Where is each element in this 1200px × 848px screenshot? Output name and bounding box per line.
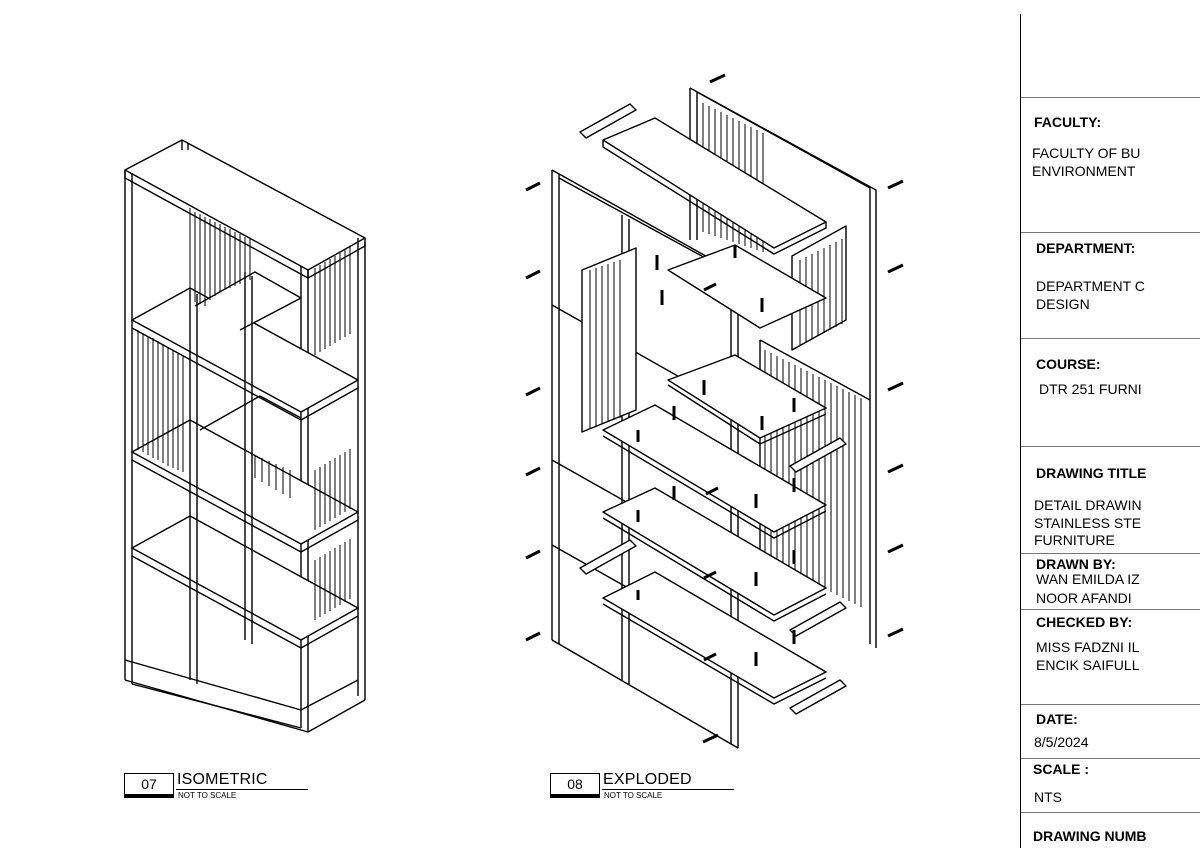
view-number-box: 08 bbox=[550, 773, 600, 798]
date-value: 8/5/2024 bbox=[1034, 734, 1089, 750]
isometric-view bbox=[124, 139, 366, 733]
drawing-number-label: DRAWING NUMB bbox=[1033, 828, 1147, 844]
drawing-title-line-3: FURNITURE bbox=[1034, 532, 1115, 548]
title-block-divider bbox=[1021, 232, 1200, 233]
faculty-value-line-1: FACULTY OF BU bbox=[1032, 145, 1141, 161]
drawing-title-label: DRAWING TITLE bbox=[1036, 465, 1147, 481]
view-scale-note: NOT TO SCALE bbox=[178, 791, 237, 800]
title-block-divider bbox=[1021, 97, 1200, 98]
title-block-divider bbox=[1021, 446, 1200, 447]
title-block-divider bbox=[1021, 758, 1200, 759]
faculty-label: FACULTY: bbox=[1034, 114, 1102, 130]
title-block-divider bbox=[1021, 553, 1200, 554]
drawn-by-label: DRAWN BY: bbox=[1036, 556, 1116, 572]
exploded-view bbox=[525, 73, 904, 749]
department-label: DEPARTMENT: bbox=[1036, 240, 1136, 256]
checked-by-line-2: ENCIK SAIFULL bbox=[1036, 657, 1140, 673]
faculty-value-line-2: ENVIRONMENT bbox=[1032, 163, 1136, 179]
course-label: COURSE: bbox=[1036, 356, 1101, 372]
drawn-by-line-2: NOOR AFANDI bbox=[1036, 590, 1132, 606]
checked-by-label: CHECKED BY: bbox=[1036, 614, 1133, 630]
view-scale-note: NOT TO SCALE bbox=[604, 791, 663, 800]
view-title-rule bbox=[176, 789, 308, 790]
view-number-box: 07 bbox=[124, 773, 174, 798]
title-block-divider bbox=[1021, 812, 1200, 813]
title-block-divider bbox=[1021, 704, 1200, 705]
view-title-rule bbox=[602, 789, 734, 790]
scale-label: SCALE : bbox=[1033, 761, 1089, 777]
course-value: DTR 251 FURNI bbox=[1039, 381, 1142, 397]
department-value-line-1: DEPARTMENT C bbox=[1036, 278, 1145, 294]
drawn-by-line-1: WAN EMILDA IZ bbox=[1036, 571, 1140, 587]
title-block-divider bbox=[1021, 338, 1200, 339]
title-block-divider bbox=[1021, 609, 1200, 610]
department-value-line-2: DESIGN bbox=[1036, 296, 1090, 312]
title-block: FACULTY: FACULTY OF BU ENVIRONMENT DEPAR… bbox=[1020, 14, 1200, 848]
drawing-title-line-1: DETAIL DRAWIN bbox=[1034, 497, 1142, 513]
checked-by-line-1: MISS FADZNI IL bbox=[1036, 639, 1140, 655]
view-title: EXPLODED bbox=[603, 771, 692, 788]
date-label: DATE: bbox=[1036, 711, 1078, 727]
scale-value: NTS bbox=[1034, 789, 1062, 805]
view-title: ISOMETRIC bbox=[177, 771, 268, 788]
drawing-title-line-2: STAINLESS STE bbox=[1034, 515, 1142, 531]
